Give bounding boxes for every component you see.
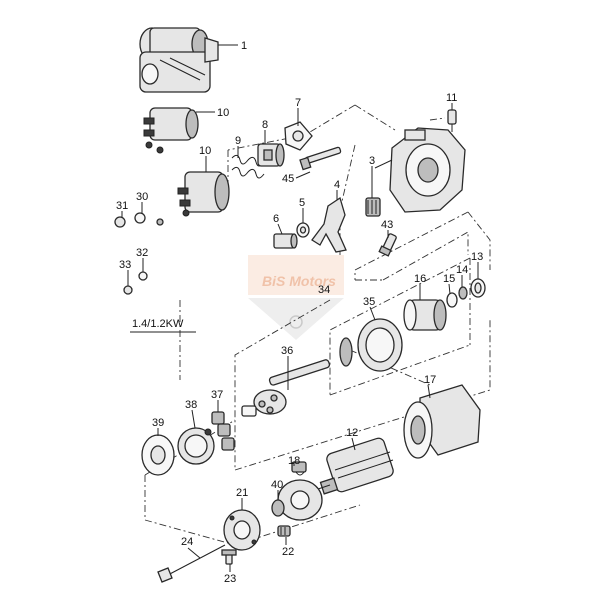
callout-6: 6 [273, 213, 279, 225]
callout-17: 17 [424, 374, 436, 386]
part-31-nut [114, 216, 126, 228]
callout-13: 13 [471, 251, 483, 263]
part-15-ring [446, 292, 458, 308]
part-10-solenoid-bottom [177, 171, 230, 217]
part-18-brush-holder [291, 461, 307, 476]
part-21-end-cover [223, 509, 261, 551]
part-11-screw [447, 109, 457, 132]
callout-11: 11 [446, 92, 457, 104]
part-7-bracket [284, 121, 313, 151]
part-35-ring-gear [339, 318, 403, 372]
part-32-washer [138, 271, 148, 281]
part-30-washer-hole [156, 218, 164, 226]
callout-9: 9 [235, 135, 241, 147]
callout-18: 18 [288, 455, 300, 467]
callout-10-bottom: 10 [199, 145, 211, 157]
callout-15: 15 [443, 273, 455, 285]
leader-lines [121, 44, 479, 572]
part-33-nut [123, 285, 133, 295]
part-5-washer [296, 222, 310, 238]
part-45-bolt [299, 146, 342, 171]
part-4-shift-lever [311, 196, 347, 253]
part-22-bushing [277, 525, 291, 537]
callout-numbers: 1 10 7 11 8 9 10 3 45 4 5 6 31 30 43 32 … [116, 40, 483, 585]
part-38-bearing [177, 427, 215, 465]
callout-33: 33 [119, 259, 131, 271]
part-3-pinion [365, 197, 381, 217]
variant-label-text: 1.4/1.2KW [132, 318, 184, 330]
callout-12: 12 [346, 427, 358, 439]
callout-31: 31 [116, 200, 128, 212]
callout-32: 32 [136, 247, 148, 259]
callout-24: 24 [181, 536, 193, 548]
part-8-plunger [257, 143, 285, 167]
callout-35: 35 [363, 296, 375, 308]
part-37-planet-gears [211, 411, 235, 451]
part-30-washer [134, 212, 146, 224]
part-17-yoke [403, 384, 481, 459]
callout-5: 5 [299, 197, 305, 209]
callout-23: 23 [224, 573, 236, 585]
callout-30: 30 [136, 191, 148, 203]
callout-39: 39 [152, 417, 164, 429]
callout-22: 22 [282, 546, 294, 558]
variant-label: 1.4/1.2KW [130, 318, 196, 333]
part-16-clutch [403, 299, 447, 331]
callout-4: 4 [334, 179, 340, 191]
part-1-starter-assembly [139, 27, 219, 93]
part-6-bushing [273, 233, 298, 249]
part-24-through-bolt [157, 544, 226, 583]
callout-8: 8 [262, 119, 268, 131]
callout-40: 40 [271, 479, 283, 491]
part-23-screw [221, 549, 237, 565]
callout-14: 14 [456, 264, 468, 276]
small-fasteners [114, 212, 164, 295]
callout-1: 1 [241, 40, 247, 52]
callout-16: 16 [414, 273, 426, 285]
part-10-solenoid-top [143, 107, 199, 154]
callout-43: 43 [381, 219, 393, 231]
callout-34: 34 [318, 284, 330, 296]
callout-7: 7 [295, 97, 301, 109]
drive-end-housing [374, 127, 466, 213]
part-40-brush-plate [271, 479, 323, 521]
watermark-logo: BiS Motors [248, 255, 344, 340]
callout-3: 3 [369, 155, 375, 167]
callout-45: 45 [282, 173, 294, 185]
callout-21: 21 [236, 487, 248, 499]
callout-38: 38 [185, 399, 197, 411]
retaining-rings [446, 278, 486, 308]
callout-10-top: 10 [217, 107, 229, 119]
callout-37: 37 [211, 389, 223, 401]
part-43-bolt [378, 233, 397, 257]
part-36-shaft [241, 359, 331, 417]
part-39-seal-plate [141, 434, 175, 476]
watermark-text: BiS Motors [262, 273, 336, 289]
part-14-ring [458, 286, 468, 300]
callout-36: 36 [281, 345, 293, 357]
